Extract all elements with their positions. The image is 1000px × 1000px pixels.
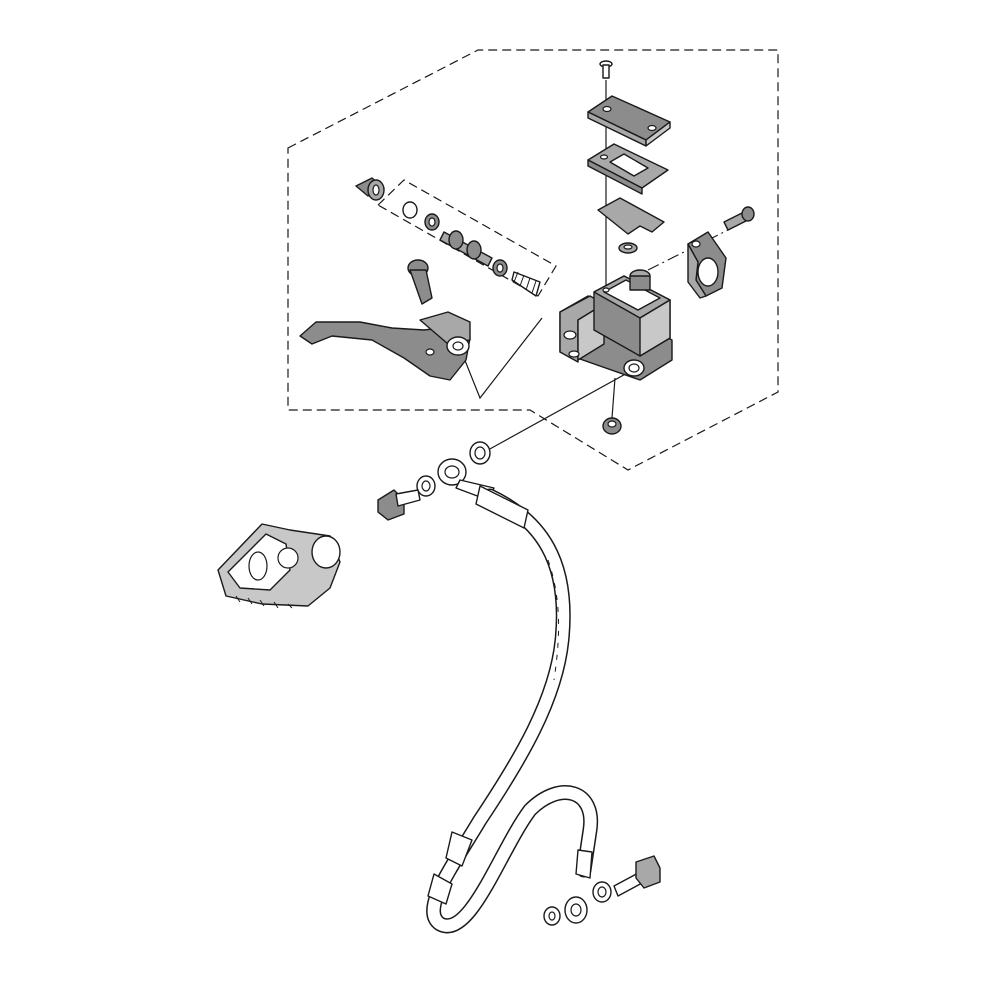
master-cylinder-body — [559, 269, 673, 381]
lever-pivot-bolt — [407, 259, 433, 305]
sealing-washer-upper — [469, 441, 491, 465]
reservoir-seal — [618, 242, 638, 254]
sealing-washer-lower-right — [592, 881, 612, 903]
handlebar-clamp — [687, 231, 727, 299]
reservoir-cap — [587, 95, 671, 147]
brake-hose — [426, 488, 599, 934]
piston-kit-boundary — [377, 179, 557, 297]
piston-kit — [355, 177, 508, 277]
sealing-washer-mid — [416, 475, 436, 497]
reservoir-diaphragm — [597, 197, 665, 235]
reservoir-cap-screw — [599, 60, 613, 79]
return-spring — [511, 271, 541, 297]
banjo-bolt-upper — [377, 489, 421, 521]
banjo-bolt-lower — [613, 855, 661, 897]
bleeder-cap — [602, 417, 622, 435]
clamp-bolt — [723, 206, 755, 231]
banjo-fitting-lower — [564, 896, 588, 924]
sealing-washer-lower-left — [543, 906, 561, 926]
reservoir-diaphragm-plate — [587, 143, 669, 195]
hose-collar-upper — [475, 485, 529, 529]
hose-guide — [217, 523, 341, 609]
brake-lever — [299, 311, 471, 381]
assembly-boundary — [287, 49, 779, 471]
hose-collar-lower — [427, 831, 593, 905]
